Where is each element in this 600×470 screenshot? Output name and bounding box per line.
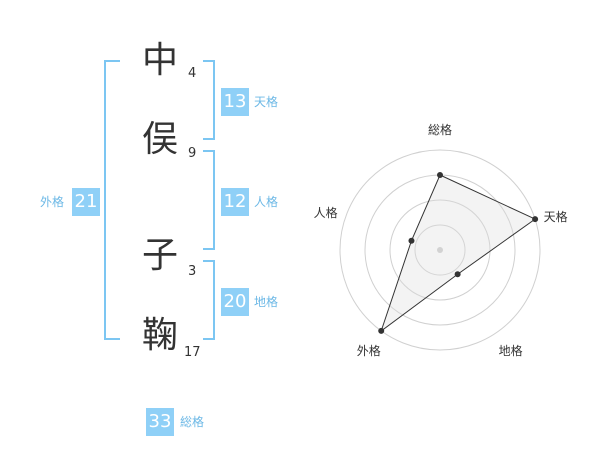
radar-axis-label-4: 外格 xyxy=(357,343,381,358)
radar-ring xyxy=(339,149,541,351)
stroke-count-2: 9 xyxy=(188,146,197,161)
radar-point-1 xyxy=(437,172,443,178)
chikaku-bracket-bottom xyxy=(203,338,215,340)
name-char-2: 俣 xyxy=(141,119,178,160)
jinkaku-badge: 12 xyxy=(221,188,249,216)
jinkaku-bracket-bottom xyxy=(203,248,215,250)
radar-ring xyxy=(389,199,491,301)
radar-point-2 xyxy=(532,216,539,223)
gaikaku-badge: 21 xyxy=(72,188,100,216)
tenkaku-bracket-side xyxy=(213,60,215,140)
radar-series-shape xyxy=(380,174,537,333)
tenkaku-bracket-top xyxy=(203,60,215,62)
radar-axis-label-3: 地格 xyxy=(499,343,523,358)
chikaku-bracket-top xyxy=(203,260,215,262)
soukaku-badge: 33 xyxy=(146,408,174,436)
tenkaku-bracket-bottom xyxy=(203,138,215,140)
radar-axis-label-1: 総格 xyxy=(428,122,452,137)
chikaku-bracket-side xyxy=(213,260,215,340)
name-char-4: 鞠 xyxy=(141,315,178,356)
jinkaku-bracket-side xyxy=(213,150,215,250)
radar-axis-label-5: 人格 xyxy=(314,205,338,220)
tenkaku-label: 天格 xyxy=(254,95,279,109)
chikaku-label: 地格 xyxy=(254,295,279,309)
stroke-count-3: 3 xyxy=(188,264,197,279)
radar-ring xyxy=(414,224,466,276)
gaikaku-bracket-side xyxy=(104,60,106,340)
name-char-1: 中 xyxy=(141,40,178,81)
radar-point-5 xyxy=(408,237,415,244)
gaikaku-bracket-bottom xyxy=(104,338,120,340)
gaikaku-bracket-top xyxy=(104,60,120,62)
radar-center xyxy=(437,247,443,253)
stroke-count-4: 17 xyxy=(184,345,201,360)
jinkaku-bracket-top xyxy=(203,150,215,152)
radar-axis-label-2: 天格 xyxy=(544,209,568,224)
tenkaku-badge: 13 xyxy=(221,88,249,116)
radar-point-3 xyxy=(454,271,461,278)
stroke-count-1: 4 xyxy=(188,66,197,81)
soukaku-label: 総格 xyxy=(180,415,205,429)
gaikaku-label: 外格 xyxy=(40,195,65,209)
chikaku-badge: 20 xyxy=(221,288,249,316)
radar-point-4 xyxy=(378,327,385,334)
jinkaku-label: 人格 xyxy=(254,195,279,209)
name-char-3: 子 xyxy=(141,235,178,276)
